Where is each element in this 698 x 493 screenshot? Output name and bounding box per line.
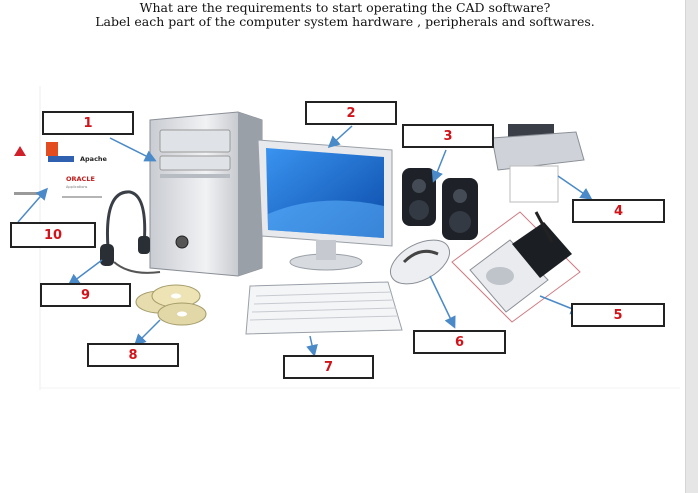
oracle-logo-text: ORACLE: [66, 175, 95, 183]
arrow-9: [67, 259, 103, 286]
label-box-2[interactable]: 2: [305, 101, 397, 125]
arrow-6: [429, 275, 456, 329]
question-line-2: Label each part of the computer system h…: [95, 14, 595, 29]
arrow-8: [133, 319, 161, 347]
label-box-1[interactable]: 1: [42, 111, 134, 135]
graphics-tablet: [451, 211, 581, 323]
arrow-2: [327, 125, 353, 149]
label-box-10[interactable]: 10: [10, 222, 96, 248]
monitor: [257, 139, 393, 271]
label-box-6[interactable]: 6: [413, 330, 506, 354]
arrow-7: [306, 335, 318, 357]
label-box-4[interactable]: 4: [572, 199, 665, 223]
speakers: [402, 168, 478, 240]
label-box-8[interactable]: 8: [87, 343, 179, 367]
apache-logo-text: Apache: [80, 155, 108, 163]
label-box-5[interactable]: 5: [571, 303, 665, 327]
arrow-1: [109, 137, 157, 162]
question-line-1: What are the requirements to start opera…: [139, 0, 551, 15]
printer: [491, 124, 585, 203]
cpu-tower: [149, 111, 263, 277]
mouse: [390, 239, 450, 285]
label-box-7[interactable]: 7: [283, 355, 374, 379]
label-box-9[interactable]: 9: [40, 283, 131, 307]
oracle-logo-subtext: Applications: [66, 185, 88, 189]
headset: [100, 190, 161, 274]
arrow-3: [431, 149, 447, 183]
cd-discs: [135, 284, 207, 326]
keyboard: [245, 281, 403, 335]
arrow-10: [17, 187, 48, 223]
label-box-3[interactable]: 3: [402, 124, 494, 148]
arrow-4: [557, 175, 593, 200]
software-logos: Apache ORACLE Applications: [14, 142, 108, 198]
vertical-scrollbar[interactable]: [685, 0, 698, 493]
